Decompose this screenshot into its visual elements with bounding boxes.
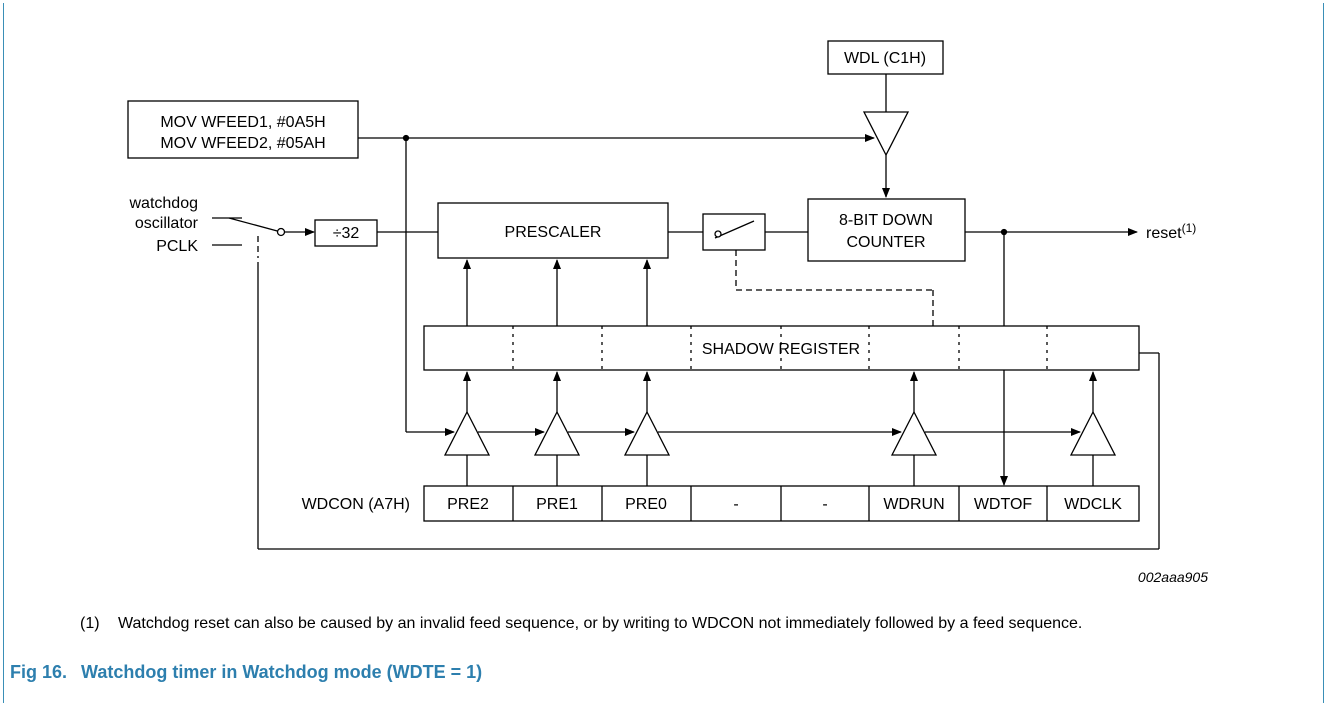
pre1-buffer <box>533 410 581 456</box>
divider-label: ÷32 <box>333 225 360 242</box>
wdcon-bit-pre2: PRE2 <box>447 496 489 513</box>
wdclk-buffer <box>1069 410 1117 456</box>
figure-frame <box>3 3 1324 703</box>
reset-text: reset <box>1146 225 1182 242</box>
footnote: (1) Watchdog reset can also be caused by… <box>80 612 1260 636</box>
shadow-register-box <box>423 325 1140 371</box>
pclk-label: PCLK <box>156 238 198 255</box>
prescaler-box <box>437 202 669 259</box>
wdl-buffer <box>862 111 910 157</box>
figure-id: 002aaa905 <box>1138 569 1208 585</box>
feed-line-2: MOV WFEED2, #05AH <box>160 135 325 152</box>
figure-title: Watchdog timer in Watchdog mode (WDTE = … <box>81 662 483 682</box>
wdcon-bit-wdrun: WDRUN <box>883 496 944 513</box>
divider-box <box>314 219 378 247</box>
wdcon-label: WDCON (A7H) <box>302 496 410 513</box>
wdcon-bit-wdtof: WDTOF <box>974 496 1033 513</box>
wdcon-bit-reserved-1: - <box>733 496 738 513</box>
figure-number: Fig 16. <box>10 662 68 682</box>
counter-line-1: 8-BIT DOWN <box>839 212 933 229</box>
counter-line-2: COUNTER <box>846 234 925 251</box>
shadow-register-label: SHADOW REGISTER <box>702 341 860 358</box>
prescaler-label: PRESCALER <box>505 224 602 241</box>
footnote-number: (1) <box>80 615 100 632</box>
feed-sequence-box <box>127 100 359 159</box>
pre0-buffer <box>623 410 671 456</box>
figure-caption: Fig 16. Watchdog timer in Watchdog mode (… <box>10 662 482 683</box>
wdrun-buffer <box>890 410 938 456</box>
wdl-label: WDL (C1H) <box>844 50 926 67</box>
watchdog-diagram: WDL (C1H) MOV WFEED1, #0A5H MOV WFEED2, … <box>127 40 1208 585</box>
wdcon-bit-pre0: PRE0 <box>625 496 667 513</box>
enable-switch-box <box>702 213 766 251</box>
reset-label: reset(1) <box>1146 221 1196 242</box>
down-counter-box <box>807 198 966 262</box>
footnote-text: Watchdog reset can also be caused by an … <box>118 615 1083 632</box>
watchdog-label: watchdog <box>129 195 199 212</box>
wdl-box <box>827 40 944 75</box>
reset-note-ref: (1) <box>1182 221 1197 235</box>
wdcon-bit-pre1: PRE1 <box>536 496 578 513</box>
wdcon-bit-reserved-2: - <box>822 496 827 513</box>
oscillator-label: oscillator <box>135 215 199 232</box>
wdcon-bit-wdclk: WDCLK <box>1064 496 1122 513</box>
pre2-buffer <box>443 410 491 456</box>
feed-line-1: MOV WFEED1, #0A5H <box>160 114 325 131</box>
